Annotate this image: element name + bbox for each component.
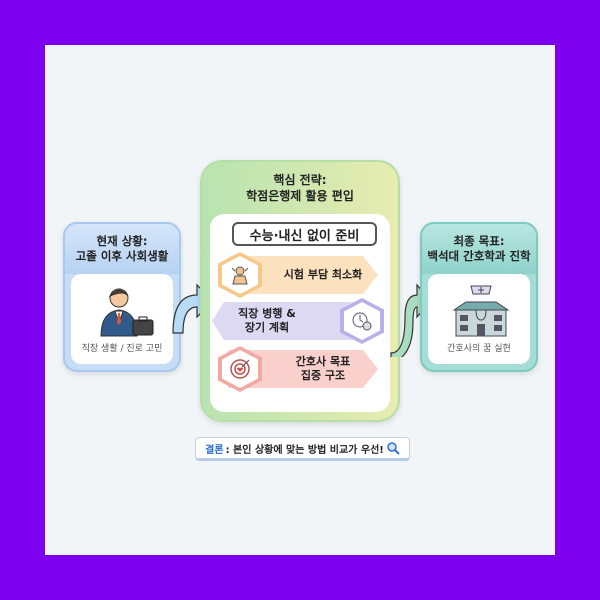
title-line: 핵심 전략: <box>273 173 327 187</box>
strategy-item-label: 직장 병행 &장기 계획 <box>212 307 322 335</box>
title-line: 백석대 간호학과 진학 <box>427 249 531 263</box>
final-goal-title: 최종 목표:백석대 간호학과 진학 <box>422 224 536 274</box>
final-goal-card: 최종 목표:백석대 간호학과 진학 간호사의 꿈 실현 <box>420 222 538 372</box>
label-line: 직장 병행 & <box>238 307 296 320</box>
title-line: 현재 상황: <box>96 234 148 248</box>
label-line: 장기 계획 <box>244 321 290 334</box>
strategy-item: 직장 병행 &장기 계획 <box>212 302 362 340</box>
strategy-item-label: 시험 부담 최소화 <box>283 268 363 281</box>
conclusion-banner: 결론 : 본인 상황에 맞는 방법 비교가 우선! <box>195 437 410 461</box>
title-line: 학점은행제 활용 편입 <box>246 189 354 203</box>
office-worker-icon <box>100 288 154 337</box>
current-situation-card: 현재 상황:고졸 이후 사회생활 직장 생활 / 진로 고민 <box>63 222 181 372</box>
strategy-headline: 수능·내신 없이 준비 <box>232 222 377 246</box>
strategy-body: 수능·내신 없이 준비 시험 부담 최소화 직장 병행 &장기 계획 간호사 목… <box>210 214 390 412</box>
final-goal-caption: 간호사의 꿈 실현 <box>447 344 511 354</box>
current-situation-title: 현재 상황:고졸 이후 사회생활 <box>65 224 179 274</box>
card-body: 간호사의 꿈 실현 <box>428 274 530 364</box>
title-line: 최종 목표: <box>453 234 505 248</box>
label-line: 집중 구조 <box>300 369 346 382</box>
magnifier-icon <box>387 442 400 455</box>
hospital-icon <box>452 285 510 337</box>
conclusion-keyword: 결론 <box>205 444 224 456</box>
title-line: 고졸 이후 사회생활 <box>75 249 169 263</box>
current-situation-caption: 직장 생활 / 진로 고민 <box>81 344 163 354</box>
core-strategy-title: 핵심 전략: 학점은행제 활용 편입 <box>202 162 398 214</box>
core-strategy-panel: 핵심 전략: 학점은행제 활용 편입 수능·내신 없이 준비 시험 부담 최소화 … <box>200 160 400 422</box>
conclusion-text: : 본인 상황에 맞는 방법 비교가 우선! <box>225 444 384 456</box>
label-line: 간호사 목표 <box>295 355 351 368</box>
card-body: 직장 생활 / 진로 고민 <box>71 274 173 364</box>
canvas: 현재 상황:고졸 이후 사회생활 직장 생활 / 진로 고민 핵심 전략: 학점은… <box>45 45 555 555</box>
